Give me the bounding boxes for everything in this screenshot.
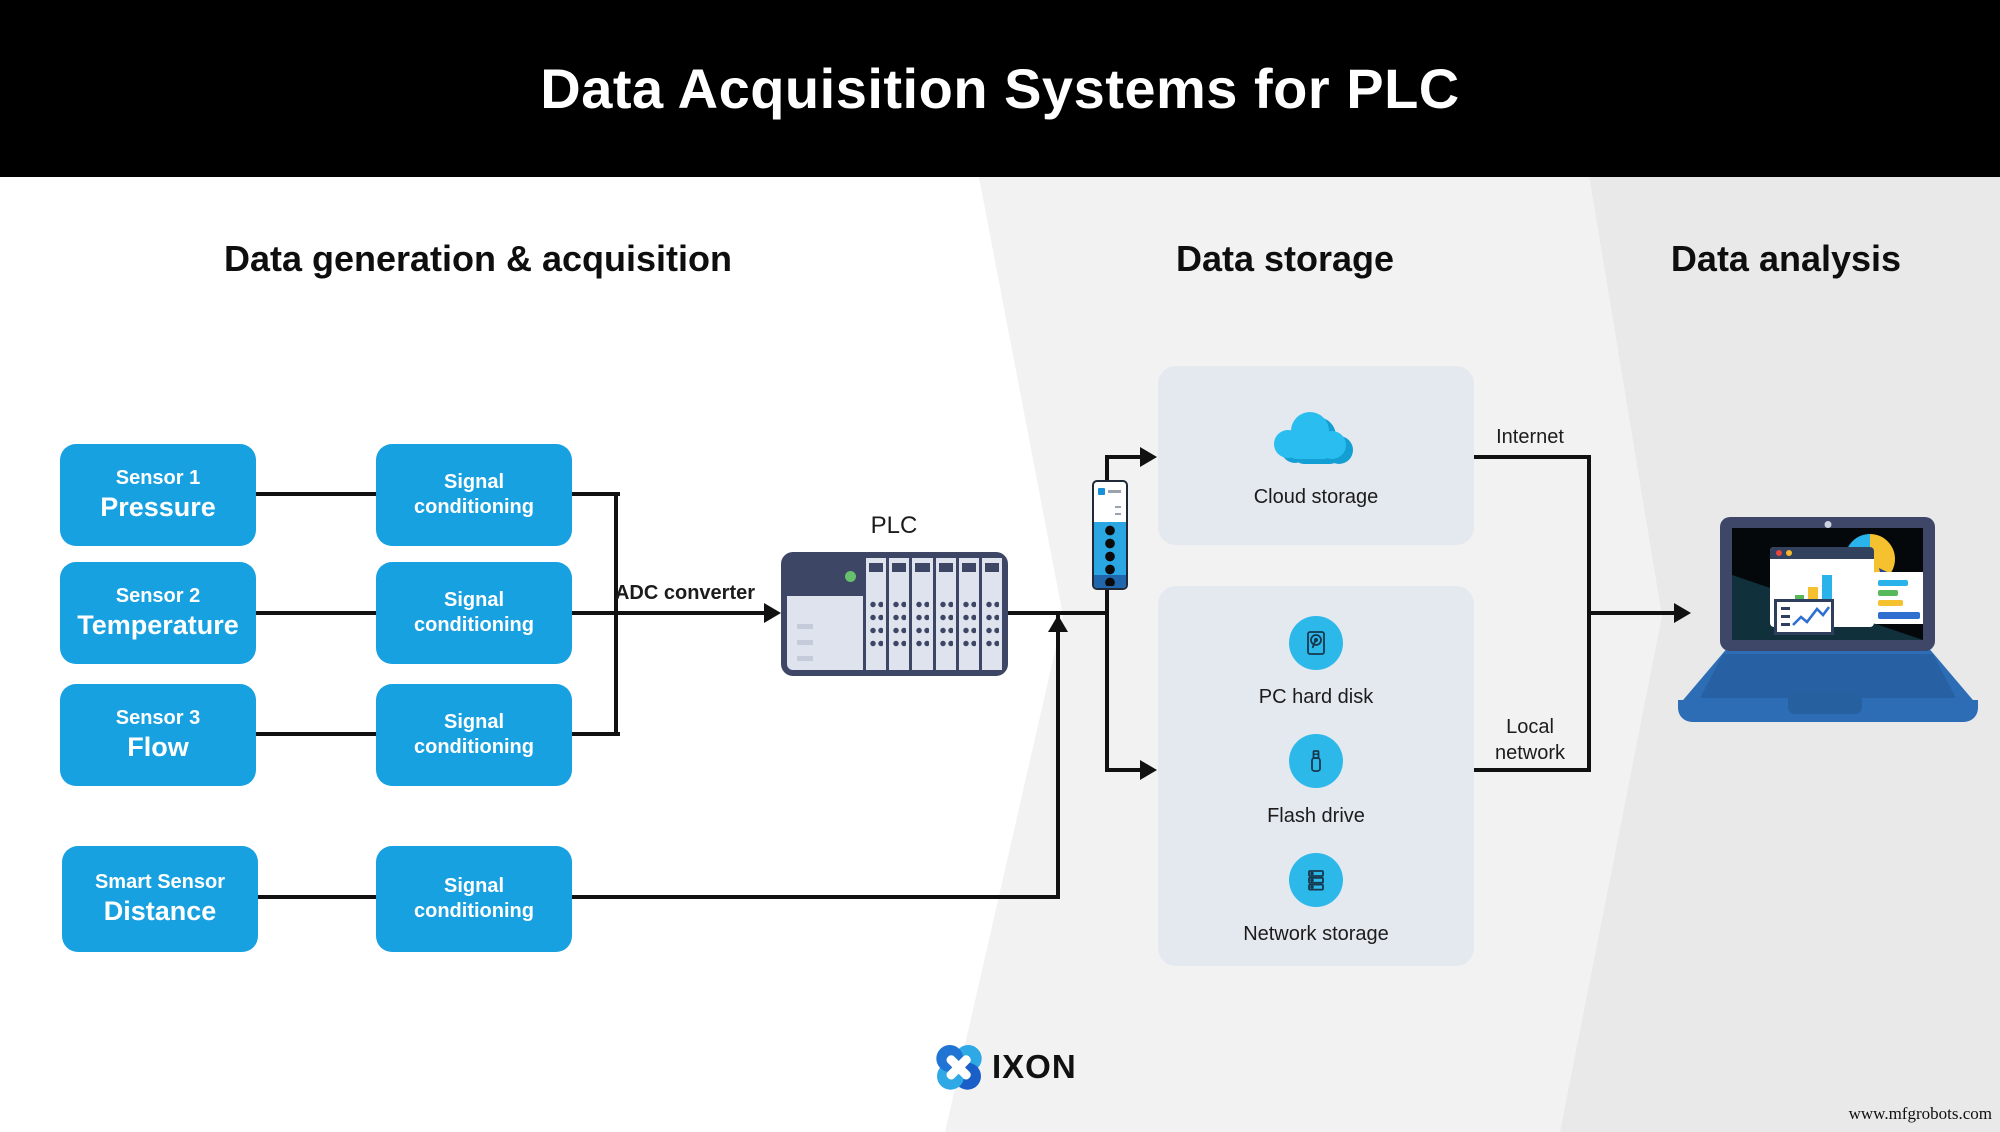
network-storage-icon xyxy=(1289,853,1343,907)
signal-label: Signal xyxy=(443,711,504,733)
plc-module xyxy=(958,558,979,670)
conditioning-label: conditioning xyxy=(414,496,534,518)
yellow-dot-icon xyxy=(1786,550,1792,556)
conditioning-label: conditioning xyxy=(414,614,534,636)
laptop-webcam-icon xyxy=(1824,521,1831,528)
pill-yellow xyxy=(1878,600,1903,606)
signal-conditioning-box-2: Signal conditioning xyxy=(376,562,572,664)
local-network-line xyxy=(1473,768,1591,772)
local-storage-panel: PC hard disk Flash drive Network storage xyxy=(1158,586,1474,966)
dash xyxy=(1781,607,1790,610)
pill-blue xyxy=(1878,580,1908,586)
browser-title-bar xyxy=(1770,547,1874,559)
smart-sensor-line-v xyxy=(1056,613,1060,899)
dash xyxy=(1781,623,1790,626)
dash xyxy=(1781,615,1790,618)
sensor-2-name: Sensor 2 xyxy=(115,584,201,607)
pill-green xyxy=(1878,590,1898,596)
smart-sensor-box: Smart Sensor Distance xyxy=(62,846,258,952)
arrow-into-laptop xyxy=(1674,603,1691,623)
heading-data-generation: Data generation & acquisition xyxy=(223,238,733,279)
plc-module xyxy=(935,558,956,670)
arrow-into-local-storage xyxy=(1140,760,1157,780)
signal-label: Signal xyxy=(443,471,504,493)
signal-label: Signal xyxy=(443,589,504,611)
cloud-storage-panel: Cloud storage xyxy=(1158,366,1474,545)
sensor-3-box: Sensor 3 Flow xyxy=(60,684,256,786)
internet-line xyxy=(1473,455,1591,459)
signal-conditioning-box-4: Signal conditioning xyxy=(376,846,572,952)
plc-module xyxy=(866,558,887,670)
laptop-line xyxy=(1589,611,1677,615)
sensor-1-type: Pressure xyxy=(100,491,216,522)
router-ports xyxy=(1105,524,1115,586)
laptop-keyboard-area xyxy=(1700,654,1956,698)
smart-sensor-name: Smart Sensor xyxy=(94,870,226,893)
flash-drive-label: Flash drive xyxy=(1267,805,1365,827)
laptop-screen-bezel xyxy=(1720,517,1935,651)
connector-sc1-collector xyxy=(572,492,620,496)
router-logo-icon xyxy=(1098,488,1105,495)
red-dot-icon xyxy=(1776,550,1782,556)
laptop-screen xyxy=(1732,528,1923,640)
plc-module xyxy=(981,558,1003,670)
network-storage-label: Network storage xyxy=(1243,923,1389,945)
pill-blue-wide xyxy=(1878,612,1920,619)
plc-io-modules xyxy=(863,558,1003,670)
line-chart-card-graphic xyxy=(1774,599,1834,635)
bar-blue xyxy=(1822,575,1832,617)
cloud-icon xyxy=(1274,412,1353,464)
smart-sensor-line-h xyxy=(572,895,1060,899)
header-bar: Data Acquisition Systems for PLC xyxy=(0,0,2000,177)
router-tick xyxy=(1115,513,1121,515)
arrow-into-cloud xyxy=(1140,447,1157,467)
router-vertical-line xyxy=(1105,455,1109,772)
arrow-into-plc xyxy=(764,603,781,623)
usb-flash-drive-icon xyxy=(1289,734,1343,788)
local-branch-line xyxy=(1107,768,1145,772)
page-title: Data Acquisition Systems for PLC xyxy=(540,57,1460,120)
watermark-url: www.mfgrobots.com xyxy=(1848,1104,1992,1123)
plc-label: PLC xyxy=(870,512,918,539)
sensor-1-name: Sensor 1 xyxy=(115,466,201,489)
heading-data-storage: Data storage xyxy=(1175,238,1395,279)
signal-conditioning-box-1: Signal conditioning xyxy=(376,444,572,546)
plc-cpu-ticks xyxy=(797,624,813,662)
signal-label: Signal xyxy=(443,875,504,897)
connector-sensor3-sc3 xyxy=(256,732,376,736)
laptop-trackpad xyxy=(1788,692,1862,714)
plc-module xyxy=(912,558,933,670)
plc-graphic xyxy=(781,552,1008,676)
adc-line xyxy=(572,611,767,615)
conditioning-label: conditioning xyxy=(414,736,534,758)
brand-wordmark: IXON xyxy=(992,1048,1077,1085)
cloud-branch-line xyxy=(1107,455,1145,459)
connector-sensor2-sc2 xyxy=(256,611,376,615)
smart-sensor-type: Distance xyxy=(103,895,217,926)
sensor-1-box: Sensor 1 Pressure xyxy=(60,444,256,546)
sensor-2-type: Temperature xyxy=(77,609,239,640)
plc-status-led xyxy=(845,571,856,582)
adc-converter-label: ADC converter xyxy=(614,582,756,604)
connector-sensor4-sc4 xyxy=(256,895,376,899)
cloud-storage-label: Cloud storage xyxy=(1253,486,1379,508)
plc-module xyxy=(889,558,910,670)
pc-hard-disk-label: PC hard disk xyxy=(1258,686,1374,708)
arrow-smart-into-bus xyxy=(1048,615,1068,632)
connector-sensor1-sc1 xyxy=(256,492,376,496)
connector-sc3-collector xyxy=(572,732,620,736)
local-network-label: Local network xyxy=(1494,716,1566,764)
signal-conditioning-box-3: Signal conditioning xyxy=(376,684,572,786)
router-tick xyxy=(1115,506,1121,508)
sensor-2-box: Sensor 2 Temperature xyxy=(60,562,256,664)
heading-data-analysis: Data analysis xyxy=(1670,238,1902,279)
sensor-3-type: Flow xyxy=(127,731,189,762)
router-logo-text xyxy=(1108,490,1121,493)
hard-disk-icon xyxy=(1289,616,1343,670)
report-card-graphic xyxy=(1872,572,1923,624)
internet-label: Internet xyxy=(1496,426,1564,448)
sensor-3-name: Sensor 3 xyxy=(115,706,201,729)
conditioning-label: conditioning xyxy=(414,900,534,922)
ixon-router-device xyxy=(1092,480,1128,590)
